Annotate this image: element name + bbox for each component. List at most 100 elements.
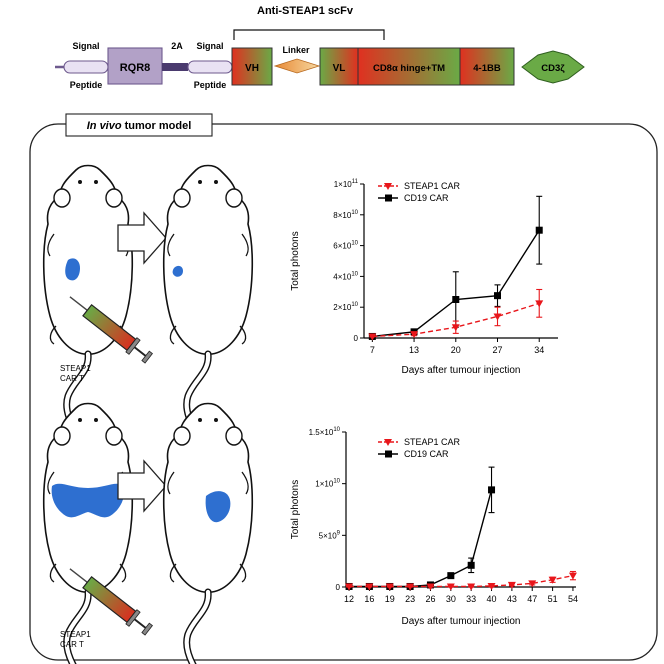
cd3z-label: CD3ζ (541, 63, 565, 74)
linker-2a-shape (162, 63, 188, 71)
data-point-triangle (535, 300, 544, 308)
x-tick-label: 27 (492, 345, 502, 355)
data-point-square (467, 561, 475, 569)
legend-marker-square (385, 450, 392, 458)
data-point-triangle (368, 333, 377, 341)
x-tick-label: 30 (446, 594, 456, 604)
x-tick-label: 51 (548, 594, 558, 604)
mouse-bottom-before (44, 404, 133, 664)
data-point-triangle (487, 582, 496, 590)
y-axis-label: Total photons (290, 231, 301, 291)
tumor-top-before (65, 258, 80, 281)
legend-marker-triangle (384, 439, 392, 446)
x-tick-label: 40 (487, 594, 497, 604)
data-point-triangle (345, 583, 354, 591)
tumor-top-after (172, 265, 183, 277)
data-point-triangle (426, 583, 435, 591)
linker-label: Linker (282, 45, 310, 55)
x-axis-label: Days after tumour injection (402, 616, 521, 627)
data-point-square (488, 486, 496, 494)
scfv-bracket (233, 29, 385, 40)
vl-box (319, 47, 359, 86)
cd8-hinge-label: CD8α hinge+TM (373, 63, 445, 74)
x-tick-label: 12 (344, 594, 354, 604)
data-point-triangle (467, 583, 476, 591)
legend-label: STEAP1 CAR (404, 181, 461, 191)
data-point-triangle (528, 580, 537, 588)
panel-title-box (65, 113, 213, 137)
signal-peptide-2-top: Signal (196, 41, 223, 51)
legend-marker-triangle (384, 183, 392, 190)
x-tick-label: 7 (370, 345, 375, 355)
panel-title: In vivo tumor model (87, 120, 192, 132)
series-line (349, 574, 574, 588)
data-point-square (494, 292, 502, 300)
x-axis-label: Days after tumour injection (402, 365, 521, 376)
x-tick-label: 34 (534, 345, 544, 355)
linker-2a-label: 2A (171, 41, 183, 51)
mouse-bottom-after (164, 404, 253, 664)
rqr8-label: RQR8 (120, 62, 151, 74)
panel-title-italic: In vivo (87, 120, 122, 132)
x-tick-label: 23 (405, 594, 415, 604)
vh-label: VH (245, 63, 259, 74)
car-construct-diagram: Anti-STEAP1 scFv Signal Peptide RQR8 2A … (55, 5, 585, 90)
y-tick-label: 5×109 (319, 530, 341, 540)
linker-diamond (273, 58, 321, 74)
x-tick-label: 16 (364, 594, 374, 604)
x-tick-label: 54 (568, 594, 578, 604)
data-point-square (535, 226, 543, 234)
scfv-label: Anti-STEAP1 scFv (257, 5, 354, 17)
x-tick-label: 33 (466, 594, 476, 604)
mouse-top-before (44, 166, 133, 433)
syringe-bottom-label: STEAP1 CAR T (60, 630, 93, 649)
panel-title-rest: tumor model (122, 120, 192, 132)
data-point-square (447, 572, 455, 580)
legend-label: CD19 CAR (404, 193, 449, 203)
legend-marker-square (385, 194, 392, 202)
y-tick-label: 1×1010 (315, 479, 340, 489)
data-point-triangle (406, 583, 415, 591)
data-point-triangle (493, 313, 502, 321)
data-point-square (452, 296, 460, 303)
y-tick-label: 0 (354, 334, 359, 343)
syringe-top (69, 296, 153, 364)
data-point-triangle (446, 583, 455, 591)
y-tick-label: 2×1010 (333, 302, 358, 312)
legend-label: CD19 CAR (404, 449, 449, 459)
costim-label: 4-1BB (473, 63, 501, 74)
y-axis-label: Total photons (290, 480, 301, 540)
data-point-triangle (385, 583, 394, 591)
syringe-bottom (69, 568, 153, 636)
costim-box (459, 47, 515, 86)
data-point-triangle (548, 576, 557, 584)
mouse-top-after (164, 166, 253, 433)
data-point-triangle (507, 581, 516, 589)
signal-peptide-2-shape (187, 60, 233, 74)
data-point-triangle (410, 331, 419, 339)
tumor-bottom-after (205, 491, 231, 523)
x-tick-label: 20 (451, 345, 461, 355)
x-tick-label: 13 (409, 345, 419, 355)
signal-peptide-1-bottom: Peptide (70, 80, 103, 90)
data-point-triangle (568, 572, 577, 580)
data-point-triangle (451, 324, 460, 332)
x-tick-label: 26 (425, 594, 435, 604)
signal-peptide-2-bottom: Peptide (194, 80, 227, 90)
vh-box (231, 47, 273, 86)
legend-label: STEAP1 CAR (404, 437, 461, 447)
x-tick-label: 47 (527, 594, 537, 604)
vl-label: VL (333, 63, 346, 74)
arrow-bottom (117, 459, 167, 513)
syringe-top-label: STEAP1 CAR T (60, 364, 93, 383)
y-tick-label: 6×1010 (333, 241, 358, 251)
in-vivo-panel (29, 123, 658, 661)
tumor-bottom-before (51, 483, 125, 518)
data-point-triangle (365, 583, 374, 591)
y-tick-label: 0 (336, 583, 341, 592)
signal-peptide-1-top: Signal (72, 41, 99, 51)
y-tick-label: 8×1010 (333, 210, 358, 220)
